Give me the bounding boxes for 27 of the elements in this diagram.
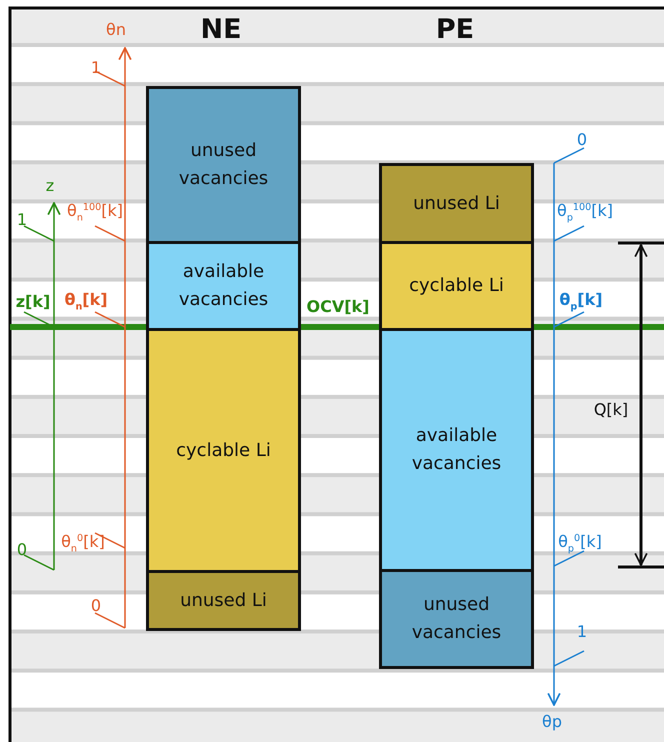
- capacity-block: cyclable Li: [379, 241, 534, 331]
- axis-tick-label: θ$_{n}$$^{100}$[k]: [67, 202, 123, 224]
- capacity-block: unused vacancies: [379, 569, 534, 669]
- axis-tick-label: θ$_{n}$$^{0}$[k]: [61, 533, 105, 555]
- line-label: OCV[k]: [306, 298, 370, 316]
- capacity-block: cyclable Li: [146, 328, 301, 573]
- axis-title: z: [46, 177, 54, 195]
- axis-tick-label: 1: [16, 211, 28, 229]
- axis-tick-label: 0: [576, 131, 588, 149]
- axis-title: θn: [106, 21, 126, 39]
- capacity-block: unused Li: [146, 570, 301, 631]
- axis-tick-label: θ$_{n}$[k]: [64, 291, 108, 313]
- axis-tick-label: 0: [90, 597, 102, 615]
- axis-tick-label: 1: [576, 623, 588, 641]
- column-heading: NE: [200, 15, 242, 45]
- axis-tick-label: θ$_{p}$$^{100}$[k]: [557, 202, 613, 224]
- axis-title: θp: [542, 713, 562, 731]
- axis-tick-label: 0: [16, 541, 28, 559]
- axis-tick-label: θ$_{p}$[k]: [559, 291, 603, 313]
- capacity-block: available vacancies: [146, 241, 301, 331]
- capacity-block: unused vacancies: [146, 86, 301, 244]
- column-heading: PE: [436, 15, 474, 45]
- dimension-label: Q[k]: [594, 401, 628, 419]
- capacity-block: available vacancies: [379, 328, 534, 572]
- axis-tick-label: θ$_{p}$$^{0}$[k]: [558, 533, 602, 555]
- axis-tick-label: z[k]: [16, 293, 50, 311]
- capacity-block: unused Li: [379, 163, 534, 244]
